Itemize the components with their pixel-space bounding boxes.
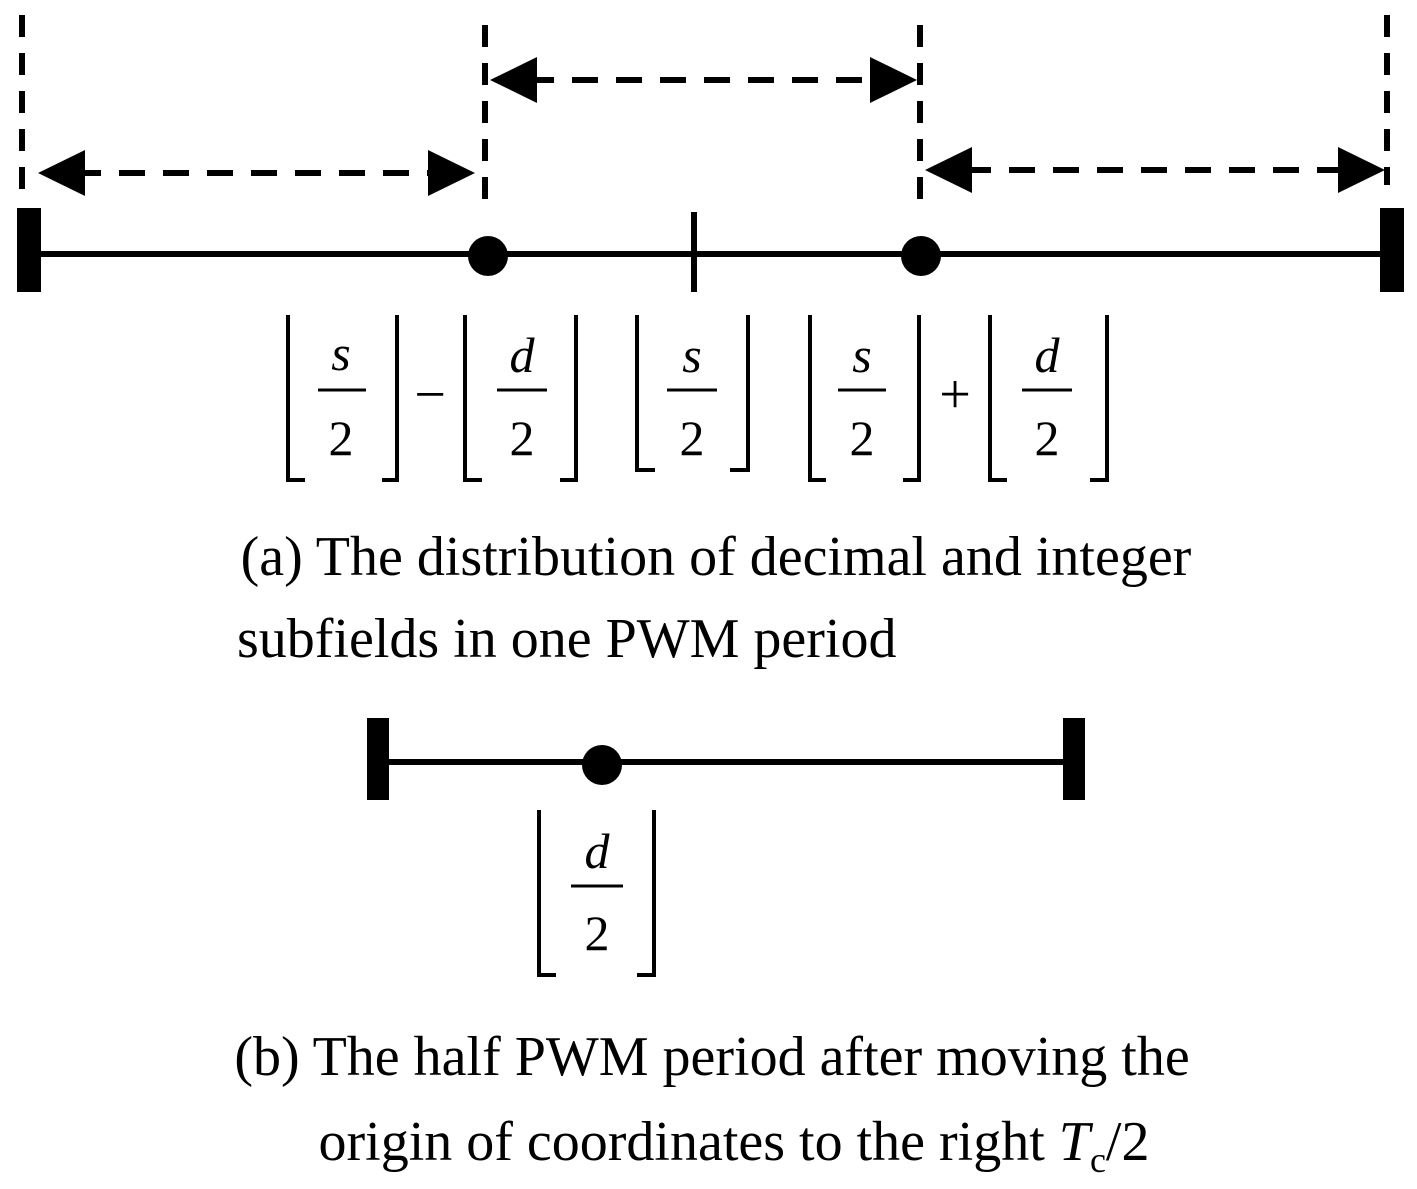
label-mid-num: s [682,327,701,383]
label-half-num: d [585,823,611,879]
caption-b-period-symbol: T [1059,1111,1094,1173]
caption-b-line2-suffix: /2 [1106,1111,1150,1173]
caption-b-line1: (b) The half PWM period after moving the [234,1026,1189,1088]
panel-b-diagram [367,718,1085,800]
caption-a-line1: (a) The distribution of decimal and inte… [241,526,1192,588]
label-left: s 2 − d 2 [286,315,578,482]
label-right-num-b: d [1035,327,1061,383]
arrow-right-interval [925,147,1385,193]
label-right-den-a: 2 [850,410,875,466]
label-right-num-a: s [852,327,871,383]
caption-b-line2-prefix: origin of coordinates to the right [319,1111,1059,1173]
panel-a-diagram [17,15,1404,292]
caption-b-line2: origin of coordinates to the right Tc/2 [319,1111,1150,1180]
point-left [468,236,508,276]
point-half [582,745,622,785]
half-period-start-bar [367,718,389,800]
label-right: s 2 + d 2 [808,315,1109,482]
label-half: d 2 [537,810,656,977]
arrow-mid-interval [490,57,917,103]
label-right-operator: + [939,364,971,426]
half-period-end-bar [1063,718,1085,800]
label-left-den-a: 2 [329,410,354,466]
point-right [901,236,941,276]
arrow-left-interval [38,150,475,196]
period-start-bar [17,208,41,292]
caption-a-line2: subfields in one PWM period [237,608,896,670]
caption-b-period-subscript: c [1090,1140,1106,1180]
label-left-num-a: s [331,325,350,381]
label-mid-den: 2 [680,410,705,466]
label-mid: s 2 [635,315,750,472]
label-left-num-b: d [510,327,536,383]
label-half-den: 2 [585,905,610,961]
period-end-bar [1380,208,1404,292]
label-left-den-b: 2 [510,410,535,466]
label-left-operator: − [414,364,446,426]
label-right-den-b: 2 [1035,410,1060,466]
